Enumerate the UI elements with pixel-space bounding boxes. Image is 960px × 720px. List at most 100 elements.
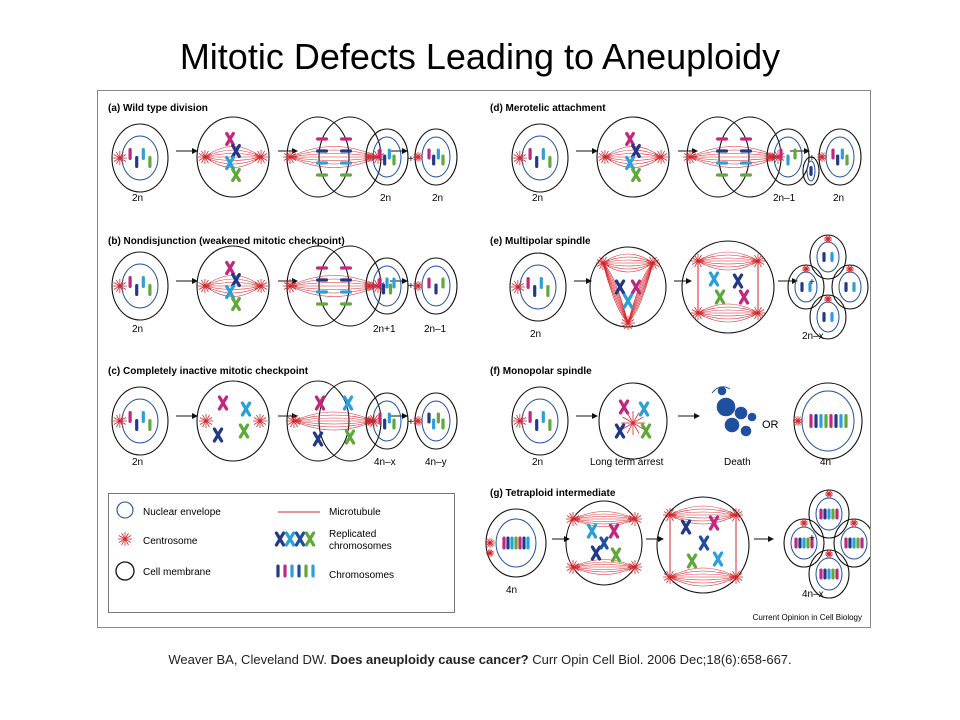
chromosome [830,312,833,322]
nuclear-envelope [122,399,158,443]
cell-membrane [794,383,862,459]
chromosome [798,538,801,549]
chromosome [835,509,838,520]
chromosome [830,252,833,262]
nuclear-envelope [817,302,839,332]
chromosome [510,537,513,550]
microtubule [290,157,378,161]
panel-e-title: (e) Multipolar spindle [490,236,591,247]
chromosome [819,509,822,520]
arrow-head [658,536,664,542]
chromosome [716,137,728,140]
chromosome [546,285,549,297]
panel-d-label-daughter-2: 2n [833,193,844,204]
nuclear-envelope [839,272,861,302]
panel-d-label-daughter-1: 2n–1 [773,193,795,204]
microtubule [698,261,758,264]
arrow-head [692,148,698,154]
chromosome [316,137,328,140]
chromosome [852,538,855,549]
chromosome [389,284,392,295]
chromosome [388,149,391,160]
microtubule [690,154,778,158]
arrow-head [686,278,692,284]
chromosome [831,149,834,160]
nuclear-envelope [520,265,556,309]
chromosome [839,414,842,428]
nuclear-envelope [826,137,854,177]
chromosome [383,419,386,430]
panel-e-plus: + [809,277,815,288]
panel-g-title: (g) Tetraploid intermediate [490,488,615,499]
chromosome [388,413,391,424]
panel-b-label-daughter-1: 2n+1 [373,324,396,335]
chromosome [827,509,830,520]
panel-d-label-start: 2n [532,193,543,204]
microtubule [670,515,736,518]
chromosome [793,149,796,160]
legend-nuclear-envelope: Nuclear envelope [143,507,221,518]
chromosome [129,148,132,160]
microtubule [690,157,778,161]
chromosome [819,414,822,428]
chromosome [822,252,825,262]
chromosome [800,282,803,292]
arrow-head [694,413,700,419]
apoptotic-body [735,407,747,419]
panel-b-title: (b) Nondisjunction (weakened mitotic che… [108,236,345,247]
chromosome [340,161,352,164]
panel-f-label-start: 2n [532,457,543,468]
chromosome [740,161,752,164]
panel-f-label-arrest: Long term arrest [590,457,663,468]
panel-f-label-death: Death [724,457,751,468]
panel-g-plus: + [809,533,815,544]
legend-chromosomes: Chromosomes [329,570,394,581]
chromosome [316,302,328,305]
chromosome [441,419,444,430]
microtubule [603,260,653,263]
chromosome [540,277,543,289]
chromosome [848,538,851,549]
microtubule [573,565,635,568]
legend-replicated-line2: chromosomes [329,541,392,552]
panel-c-label-daughter-1: 4n–x [374,457,396,468]
chromosome [129,411,132,423]
chromosome [856,538,859,549]
chromosome [135,284,138,296]
chromosome [514,537,517,550]
chromosome [814,414,817,428]
panel-a-plus: + [408,154,414,165]
arrow-head [768,536,774,542]
panel-f-title: (f) Monopolar spindle [490,366,592,377]
apoptotic-body [748,413,756,421]
chromosome [827,569,830,580]
chromosome [142,148,145,160]
panel-b-label-start: 2n [132,324,143,335]
chromosome [535,419,538,431]
microtubule [290,154,378,158]
chromosome [142,411,145,423]
panel-b-label-daughter-2: 2n–1 [424,324,446,335]
cell-membrane [590,247,666,327]
chromosome [522,537,525,550]
chromosome [427,413,430,424]
chromosome [142,276,145,288]
chromosome [831,569,834,580]
chromosome [716,161,728,164]
microtubule [698,258,758,261]
citation-authors: Weaver BA, Cleveland DW. [168,652,330,667]
nuclear-envelope [522,136,558,180]
microtubule [294,421,374,424]
panel-b-plus: + [408,281,414,292]
chromosome [340,149,352,152]
chromosome [383,155,386,166]
chromosome [316,278,328,281]
panel-g-label-start: 4n [506,585,517,596]
chromosome [316,173,328,176]
chromosome [441,278,444,289]
chromosome [378,278,381,289]
legend-centrosome: Centrosome [143,536,197,547]
nuclear-envelope [422,137,450,177]
panel-d-title: (d) Merotelic attachment [490,103,606,114]
microtubule [294,418,374,421]
